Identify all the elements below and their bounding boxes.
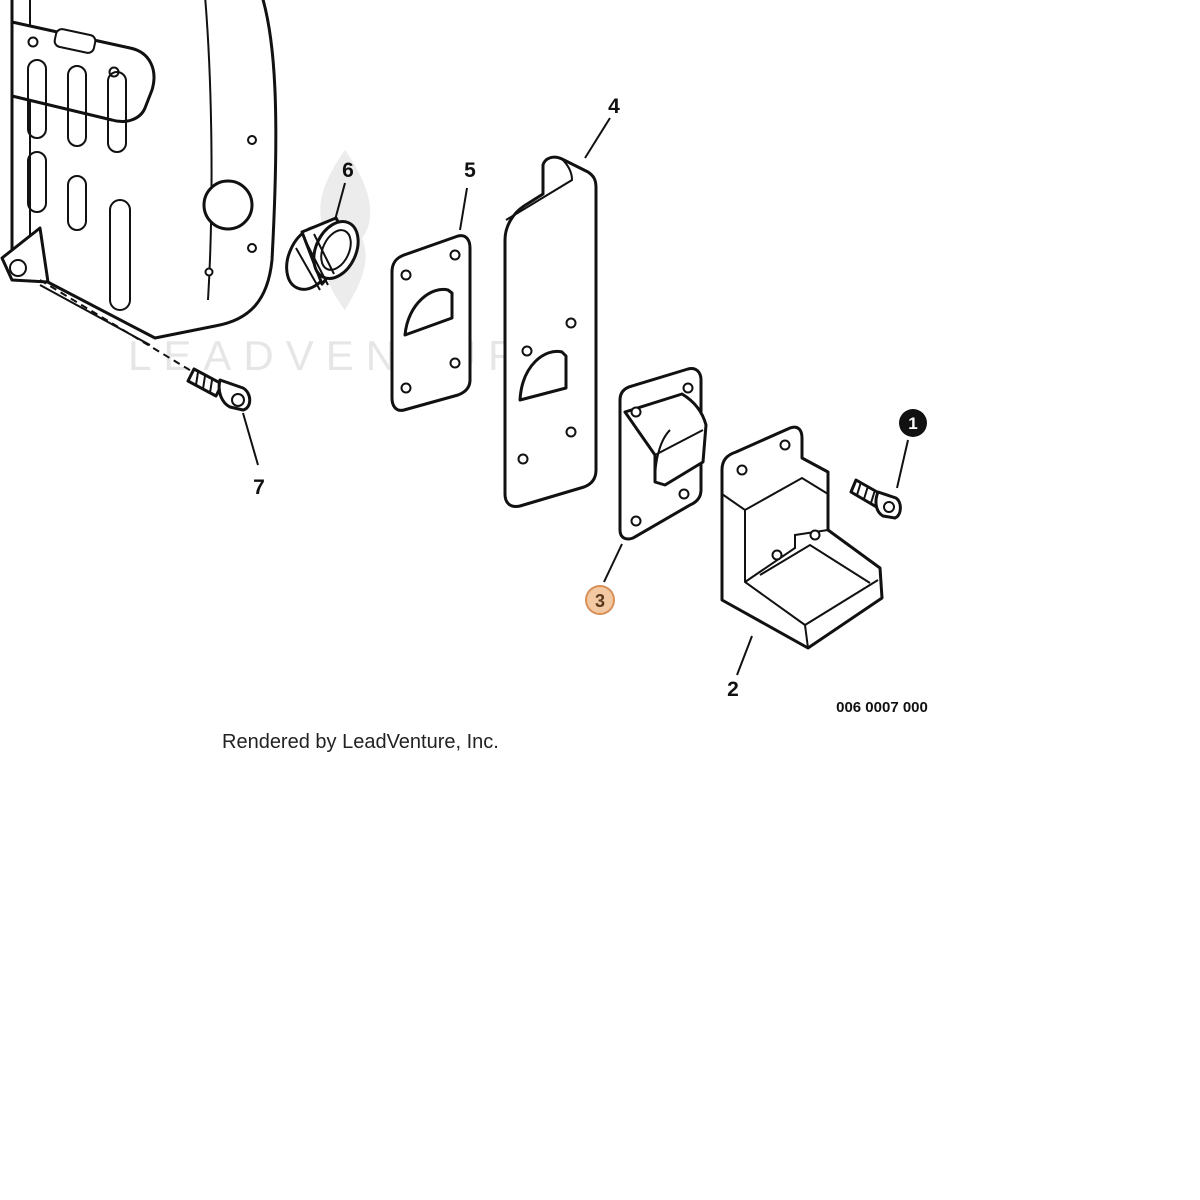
callout-7: 7 <box>253 476 265 499</box>
leader-5 <box>459 187 468 231</box>
drawing-number: 006 0007 000 <box>836 699 928 716</box>
callout-3: 3 <box>595 591 605 611</box>
callout-4: 4 <box>608 95 620 118</box>
leader-1 <box>896 439 909 489</box>
leader-2 <box>736 635 753 676</box>
callout-2: 2 <box>727 678 739 701</box>
part-3-flange <box>618 367 708 541</box>
render-credit: Rendered by LeadVenture, Inc. <box>222 731 499 753</box>
muffler-body <box>0 0 278 346</box>
part-7-screw <box>186 367 252 412</box>
callout-3-badge[interactable]: 3 <box>585 585 615 615</box>
part-2-bracket <box>720 425 884 650</box>
part-4-shield <box>503 155 598 508</box>
callout-6: 6 <box>342 159 354 182</box>
callout-5: 5 <box>464 159 476 182</box>
callout-1-badge: 1 <box>899 409 927 437</box>
leader-3 <box>603 543 623 583</box>
leader-7 <box>242 412 259 466</box>
callout-1: 1 <box>908 414 917 433</box>
leader-4 <box>584 117 611 159</box>
part-6-screen <box>285 216 360 291</box>
part-5-gasket <box>390 234 472 412</box>
part-1-screw <box>849 478 902 520</box>
leader-6 <box>334 182 346 221</box>
alignment-line-7 <box>39 279 199 376</box>
